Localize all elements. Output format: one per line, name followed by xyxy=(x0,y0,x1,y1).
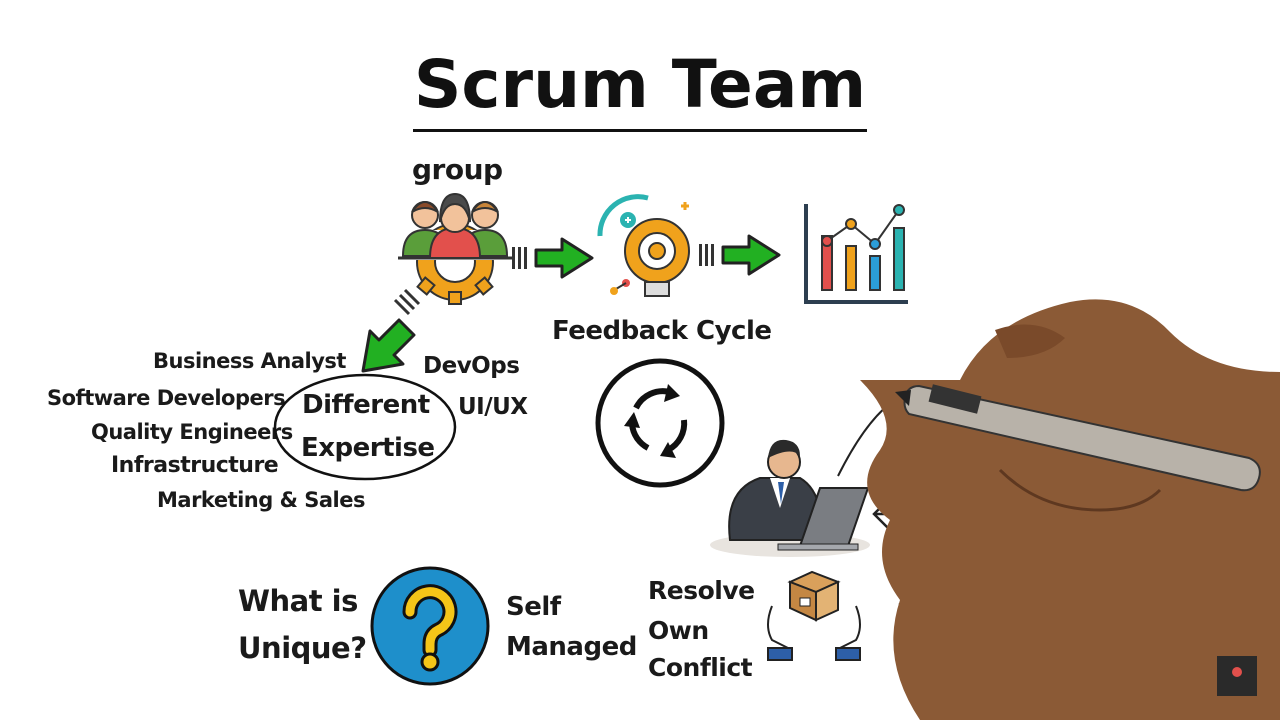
chart-icon xyxy=(804,204,908,304)
unique-question-line-1: What is xyxy=(238,584,358,618)
resolve-line-3: Conflict xyxy=(648,653,753,682)
group-label: group xyxy=(412,153,503,186)
role-devops: DevOps xyxy=(423,353,520,379)
watermark-logo-mark xyxy=(1232,667,1242,677)
page-title: Scrum Team xyxy=(413,46,867,123)
role-ui-ux: UI/UX xyxy=(458,394,528,420)
arrow-right-icon xyxy=(699,234,781,276)
resolve-line-1: Resolve xyxy=(648,576,755,605)
expertise-line-1: Different xyxy=(302,390,430,420)
expertise-oval xyxy=(273,373,457,481)
self-managed-line-1: Self xyxy=(506,592,561,622)
hand-marker-icon xyxy=(860,299,1280,720)
role-quality-engineers: Quality Engineers xyxy=(91,420,293,444)
expertise-line-2: Expertise xyxy=(301,433,435,463)
idea-gear-icon xyxy=(597,194,690,297)
team-gear-icon xyxy=(398,192,512,305)
resolve-line-2: Own xyxy=(648,616,709,645)
cycle-icon xyxy=(595,358,725,488)
role-business-analyst: Business Analyst xyxy=(153,349,346,373)
title-underline xyxy=(413,129,867,132)
hands-box-icon xyxy=(767,570,861,661)
role-marketing-sales: Marketing & Sales xyxy=(157,488,365,512)
role-infrastructure: Infrastructure xyxy=(111,453,279,478)
unique-question-line-2: Unique? xyxy=(238,631,367,665)
arrow-right-icon xyxy=(512,237,594,279)
role-software-developers: Software Developers xyxy=(47,386,286,410)
businessman-laptop-icon xyxy=(710,439,870,557)
feedback-cycle-label: Feedback Cycle xyxy=(552,316,772,346)
arrow-down-left-icon xyxy=(361,288,421,373)
self-managed-line-2: Managed xyxy=(506,632,637,662)
question-mark-icon xyxy=(370,566,490,686)
